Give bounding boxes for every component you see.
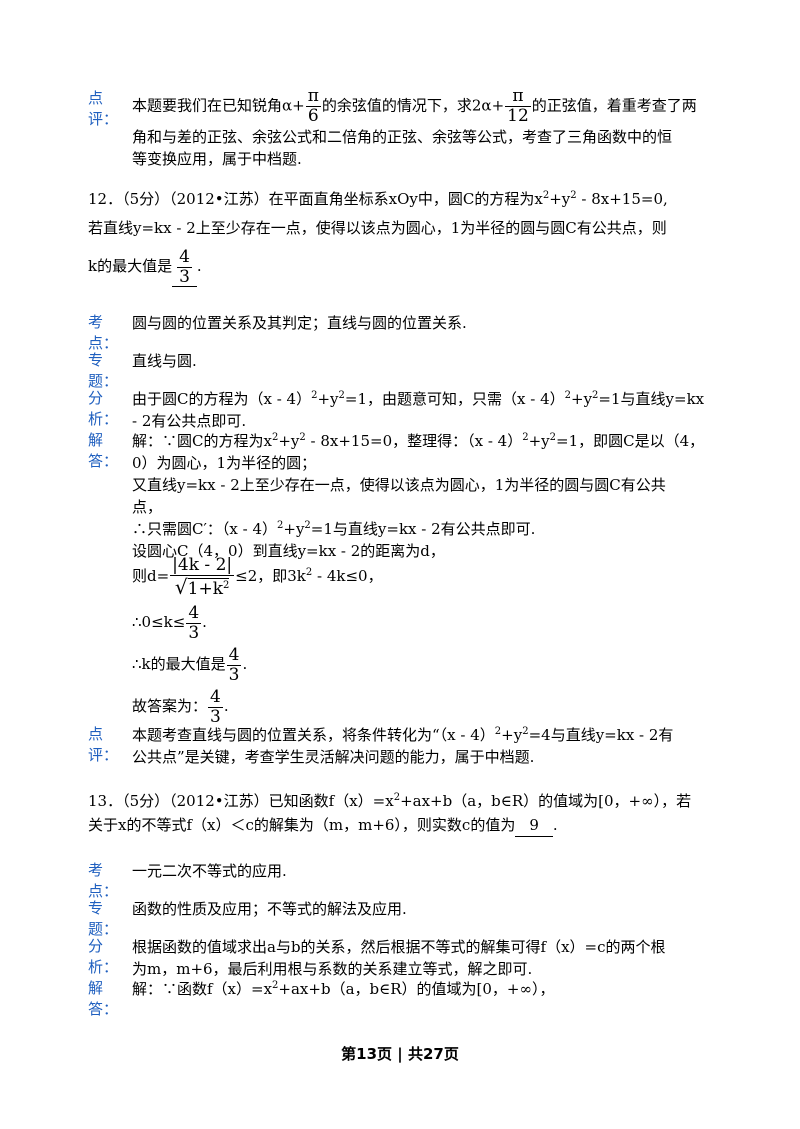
jieda-line-5: ∴只需圆C′：（x - 4）2+y2=1与直线y=kx - 2有公共点即可. [132,520,536,538]
page-footer: 第13页 | 共27页 [341,1045,459,1063]
jieda-line-3: 又直线y=kx - 2上至少存在一点，使得以该点为圆心，1为半径的圆与圆C有公共 [132,476,666,494]
distance-fraction: |4k - 2|√1+k2 [170,554,235,599]
review-line-2: 角和与差的正弦、余弦公式和二倍角的正弦、余弦等公式，考查了三角函数中的恒 [132,128,673,146]
jieda-line-2: 0）为圆心，1为半径的圆； [132,454,317,472]
fenxi-line-2: 为m，m+6，最后利用根与系数的关系建立等式，解之即可. [132,960,533,978]
review-label: 点 评： [88,89,119,128]
fenxi-label: 分析： [88,389,119,428]
fenxi-line-1: 由于圆C的方程为（x - 4）2+y2=1，由题意可知，只需（x - 4）2+y… [132,390,705,408]
kaodian-text: 一元二次不等式的应用. [132,862,287,880]
dianping-label: 点评： [88,725,119,764]
dianping-line-2: 公共点”是关键，考查学生灵活解决问题的能力，属于中档题. [132,748,535,766]
jieda-line-6: 设圆心C（4，0）到直线y=kx - 2的距离为d， [132,542,445,560]
answer-blank: 9 [515,814,553,837]
jieda-line-7: 则d=|4k - 2|√1+k2≤2，即3k2 - 4k≤0， [132,554,383,599]
q13-line-1: 13．（5分）（2012•江苏）已知函数f（x）=x2+ax+b（a，b∈R）的… [88,792,692,810]
jieda-line-1: 解：∵圆C的方程为x2+y2 - 8x+15=0，整理得：（x - 4）2+y2… [132,432,705,450]
review-line-3: 等变换应用，属于中档题. [132,150,302,168]
jieda-label: 解答： [88,979,119,1018]
dianping-line-1: 本题考查直线与圆的位置关系，将条件转化为“（x - 4）2+y2=4与直线y=k… [132,726,674,744]
fenxi-line-1: 根据函数的值域求出a与b的关系，然后根据不等式的解集可得f（x）=c的两个根 [132,938,666,956]
zhuanti-label: 专题： [88,351,119,390]
fenxi-line-2: - 2有公共点即可. [132,412,247,430]
jieda-label: 解答： [88,431,119,470]
q12-line-2: 若直线y=kx - 2上至少存在一点，使得以该点为圆心，1为半径的圆与圆C有公共… [88,219,667,237]
jieda-line-1: 解：∵函数f（x）=x2+ax+b（a，b∈R）的值域为[0，+∞）， [132,980,555,998]
zhuanti-text: 函数的性质及应用；不等式的解法及应用. [132,900,407,918]
kaodian-text: 圆与圆的位置关系及其判定；直线与圆的位置关系. [132,314,467,332]
q12-line-1: 12．（5分）（2012•江苏）在平面直角坐标系xOy中，圆C的方程为x2+y2… [88,190,668,208]
kaodian-label: 考点： [88,313,119,352]
fenxi-label: 分析： [88,937,119,976]
zhuanti-text: 直线与圆. [132,352,197,370]
jieda-line-4: 点， [132,498,163,516]
kaodian-label: 考点： [88,861,119,900]
zhuanti-label: 专题： [88,899,119,938]
